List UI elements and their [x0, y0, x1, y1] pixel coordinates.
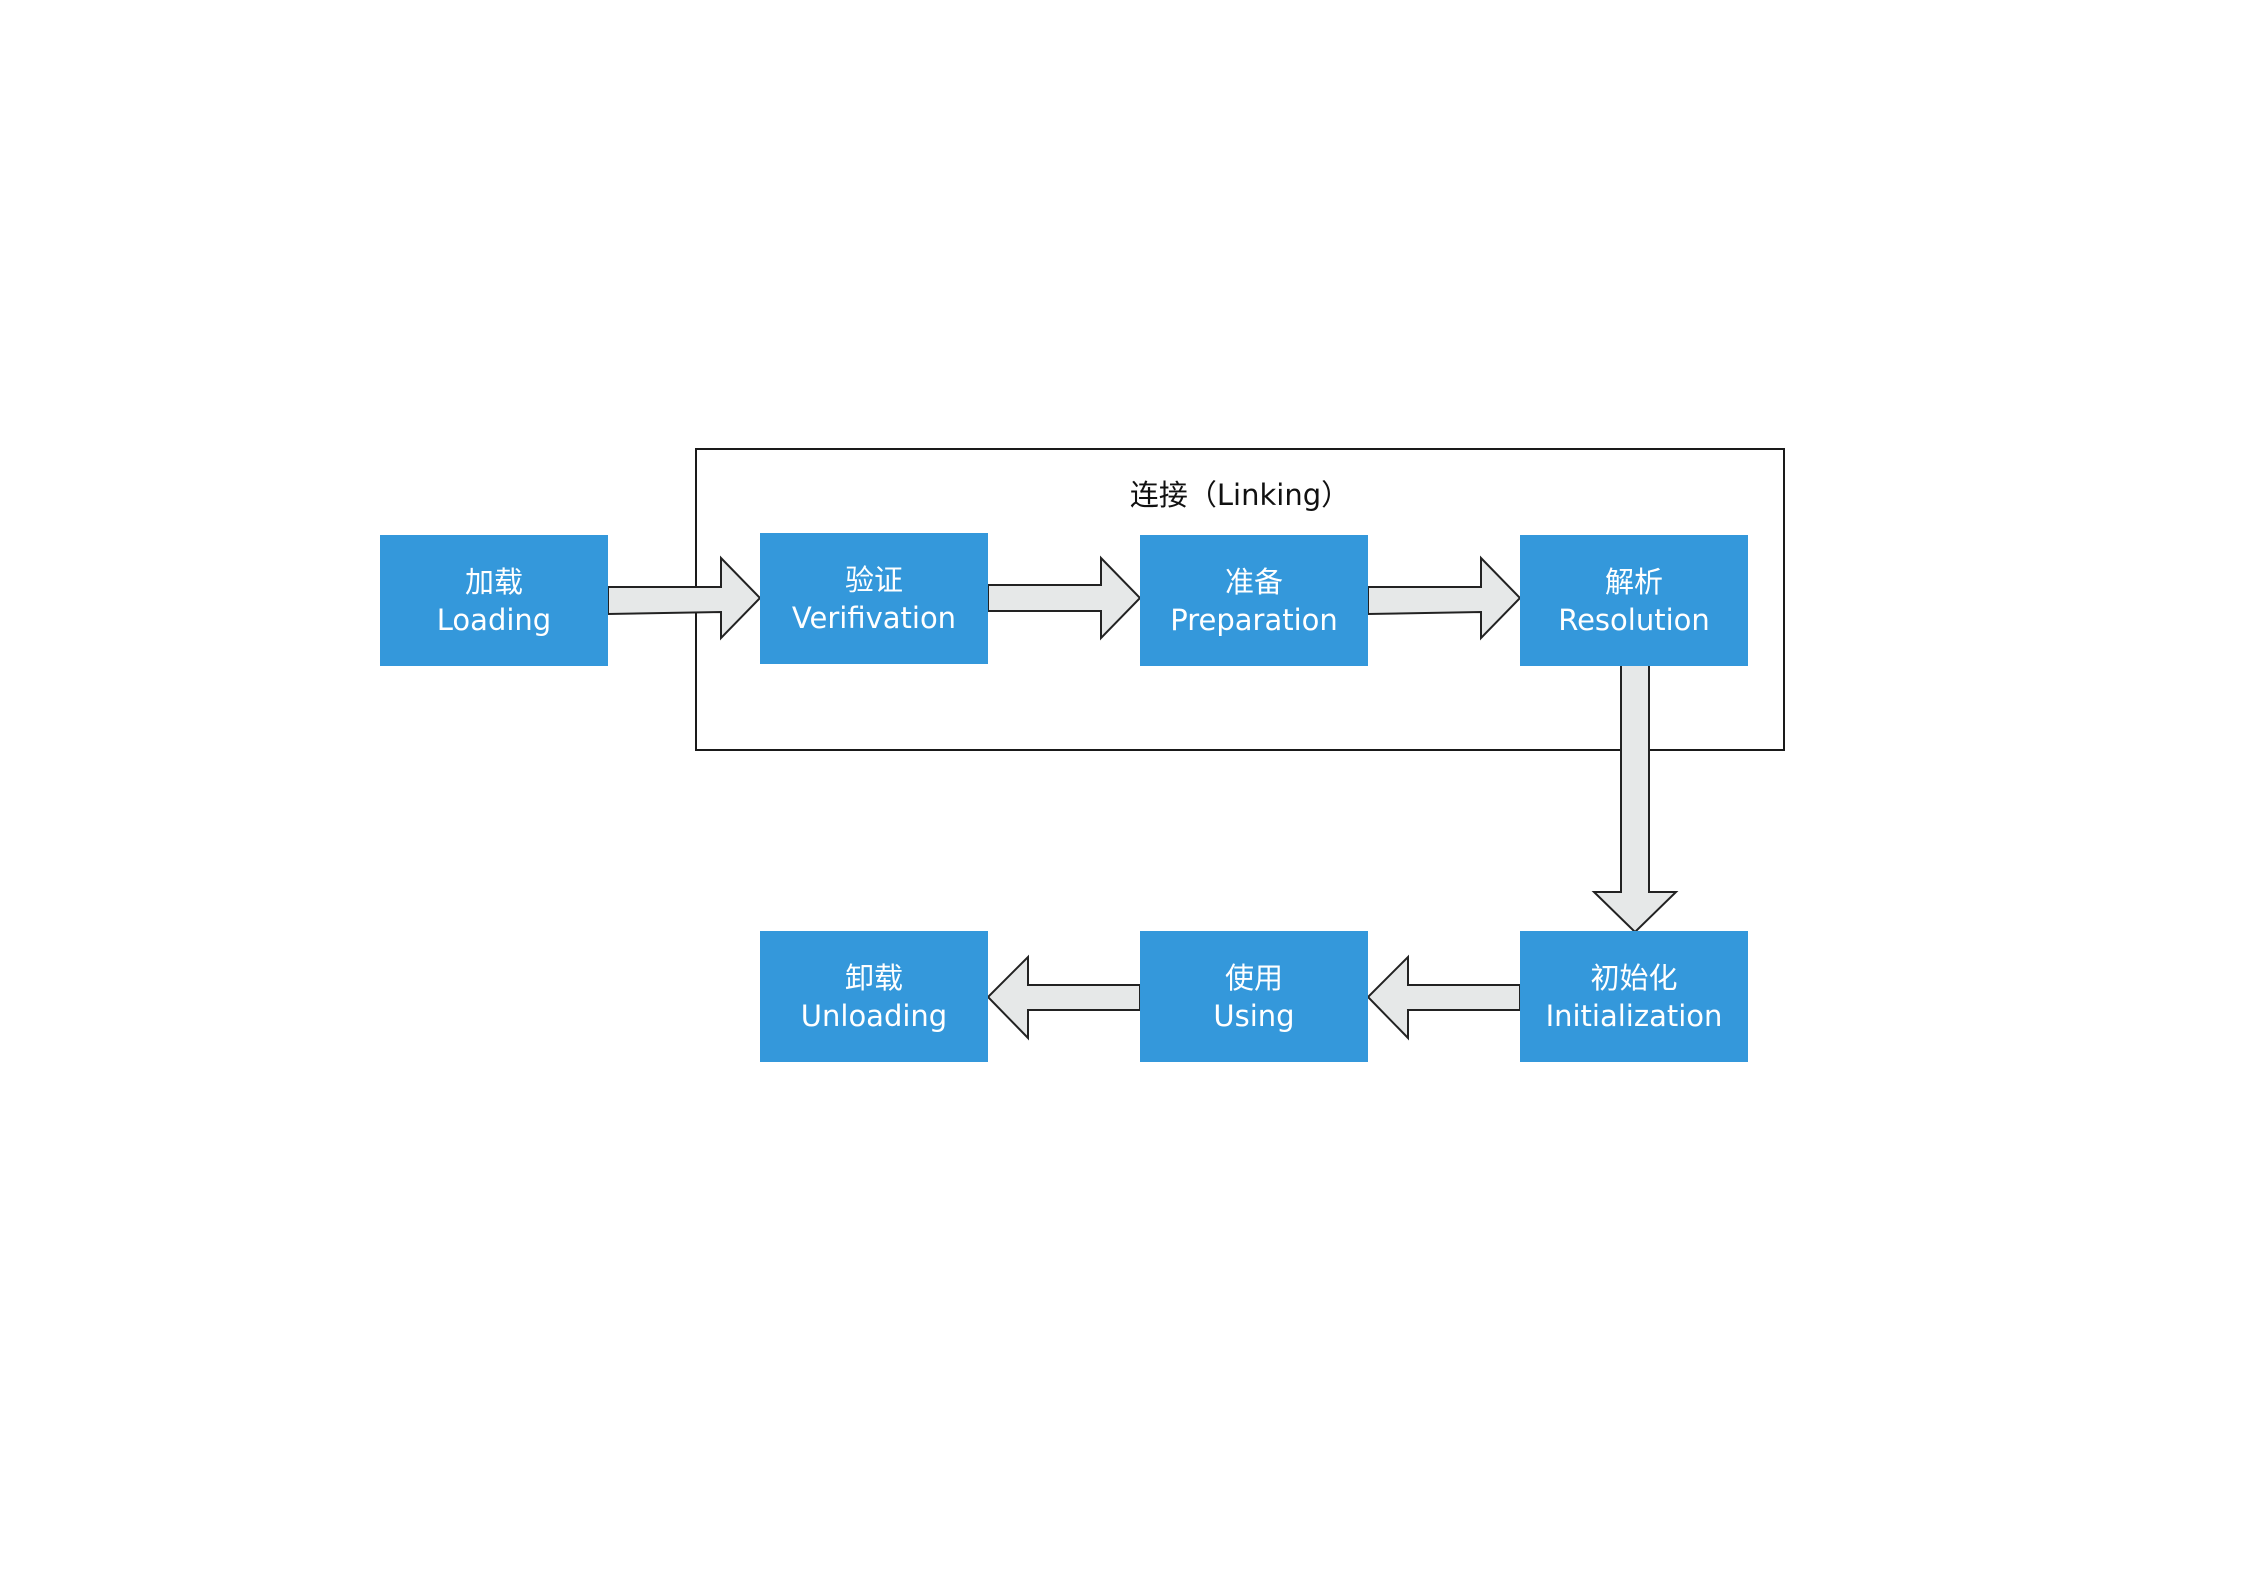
- stage-resolution-cn-label: 解析: [1604, 564, 1663, 599]
- stage-unloading-cn-label: 卸载: [844, 960, 903, 995]
- arrow-resolution-to-initialization: [1591, 663, 1679, 934]
- arrow-using-to-unloading: [986, 954, 1141, 1041]
- stage-using: 使用 Using: [1140, 931, 1368, 1062]
- stage-loading: 加载 Loading: [380, 535, 608, 666]
- linking-group-title: 连接（Linking）: [1129, 478, 1351, 512]
- stage-initialization-cn-label: 初始化: [1590, 960, 1678, 995]
- arrow-initialization-to-using: [1366, 954, 1521, 1041]
- stage-verification: 验证 Verifivation: [760, 533, 988, 664]
- stage-unloading: 卸载 Unloading: [760, 931, 988, 1062]
- stage-resolution-en-label: Resolution: [1558, 602, 1710, 637]
- stage-resolution: 解析 Resolution: [1520, 535, 1748, 666]
- stage-using-en-label: Using: [1213, 998, 1295, 1033]
- stage-initialization-en-label: Initialization: [1545, 998, 1723, 1033]
- stage-preparation-cn-label: 准备: [1224, 564, 1283, 599]
- arrow-loading-to-verification: [607, 555, 762, 641]
- stage-loading-cn-label: 加载: [464, 564, 523, 599]
- stage-loading-en-label: Loading: [436, 602, 552, 637]
- stage-unloading-en-label: Unloading: [800, 998, 948, 1033]
- arrow-preparation-to-resolution: [1367, 555, 1522, 641]
- stage-verification-cn-label: 验证: [844, 562, 903, 597]
- stage-preparation-en-label: Preparation: [1170, 602, 1338, 637]
- arrow-verification-to-preparation: [987, 555, 1142, 641]
- stage-using-cn-label: 使用: [1224, 960, 1283, 995]
- stage-initialization: 初始化 Initialization: [1520, 931, 1748, 1062]
- stage-preparation: 准备 Preparation: [1140, 535, 1368, 666]
- stage-verification-en-label: Verifivation: [791, 600, 957, 635]
